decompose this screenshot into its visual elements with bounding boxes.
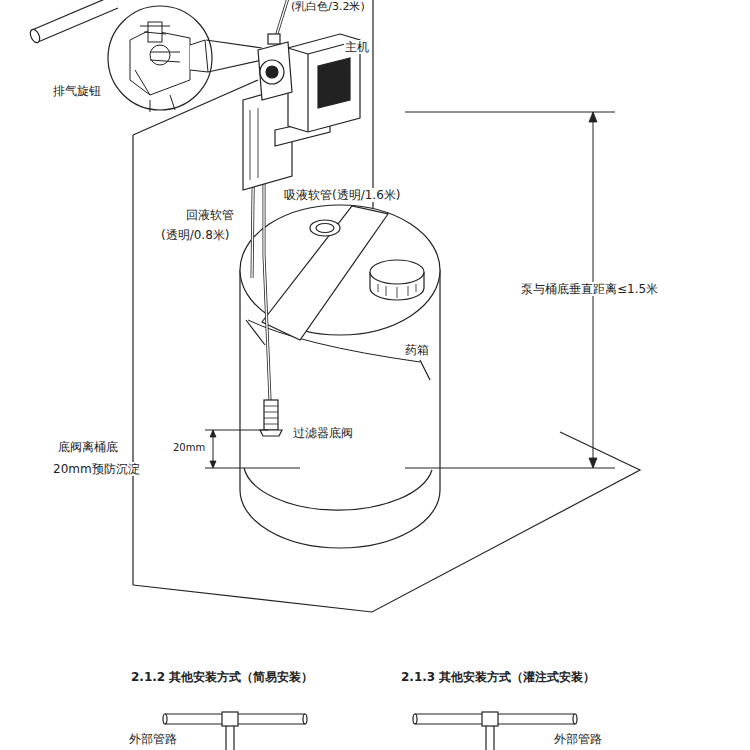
part-name: 过滤器底阀 (292, 426, 354, 440)
section-heading: 2.1.2 其他安装方式（简易安装） (130, 670, 314, 684)
part-name: 回液软管 (185, 208, 235, 222)
dimension-note: 泵与桶底垂直距离≤1.5米 (520, 282, 659, 296)
part-name: 外部管路 (553, 732, 603, 746)
part-name: 外部管路 (128, 732, 178, 746)
section-heading: 2.1.3 其他安装方式（灌注式安装） (400, 670, 596, 684)
note: 底阀离桶底 (57, 440, 119, 454)
part-name: 药箱 (404, 343, 430, 357)
hose-spec: (透明/0.8米) (160, 228, 231, 242)
part-name: 主机 (344, 40, 370, 54)
note: 20mm预防沉淀 (52, 462, 141, 476)
hose-spec: (乳白色/3.2米) (290, 0, 366, 13)
hose-spec: 吸液软管(透明/1.6米) (283, 188, 402, 202)
dimension: 20mm (172, 442, 206, 454)
part-name: 排气旋钮 (52, 84, 102, 98)
